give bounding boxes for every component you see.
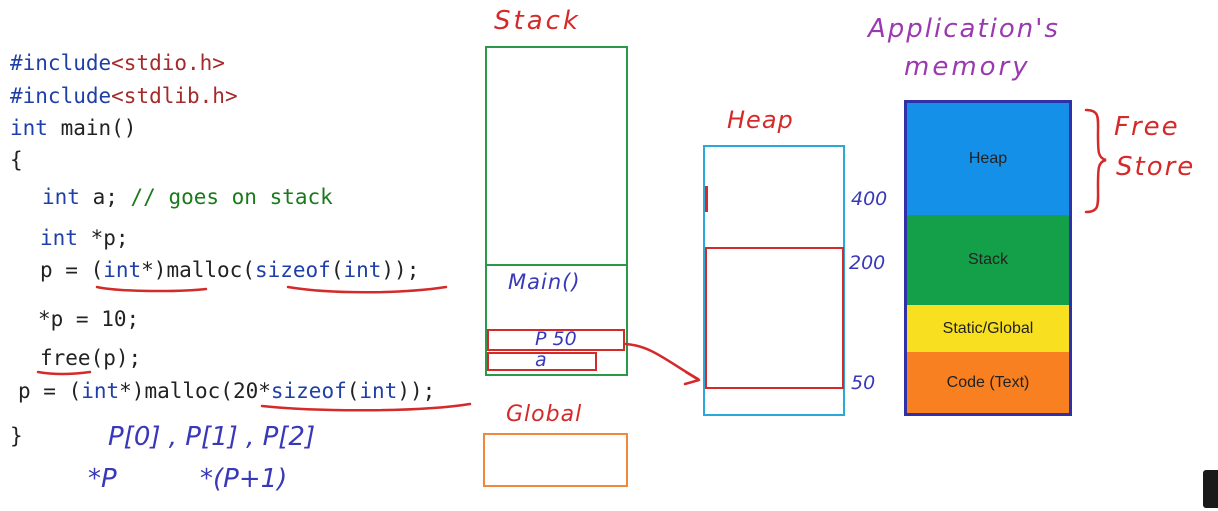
heap-address-50: 50 <box>851 372 876 394</box>
int-keyword: int <box>359 379 398 403</box>
free-store-label-line2: Store <box>1116 152 1196 182</box>
comment-goes-on-stack: // goes on stack <box>130 185 333 209</box>
app-memory-stack-segment: Stack <box>907 215 1069 305</box>
pointer-arrow <box>624 342 700 381</box>
pointer-arrow-head <box>683 370 701 386</box>
code-line-decl-a: int a; // goes on stack <box>42 187 333 208</box>
app-memory-diagram: Heap Stack Static/Global Code (Text) <box>904 100 1072 416</box>
app-memory-code-segment: Code (Text) <box>907 352 1069 413</box>
underline-sizeof <box>286 285 448 294</box>
malloc1-part: ( <box>330 258 344 282</box>
heap-title: Heap <box>727 106 794 134</box>
stack-region <box>485 46 628 376</box>
heap-allocated-block <box>705 247 844 389</box>
code-line-include-stdlib: #include<stdlib.h> <box>10 86 238 107</box>
code-line-open-brace: { <box>10 150 23 171</box>
deref-p-plus-1-note: *(P+1) <box>200 464 288 494</box>
header-stdio: <stdio.h> <box>111 51 225 75</box>
code-line-main: int main() <box>10 118 136 139</box>
int-keyword: int <box>343 258 382 282</box>
int-keyword: int <box>10 116 48 140</box>
app-memory-title-line1: Application's <box>868 14 1060 44</box>
code-line-include-stdio: #include<stdio.h> <box>10 53 225 74</box>
underline-int-cast <box>95 285 208 293</box>
stack-var-a-label: a <box>535 349 547 371</box>
main-signature: main() <box>47 116 137 140</box>
free-store-brace <box>1084 108 1107 214</box>
malloc2-part: *)malloc(20* <box>119 379 271 403</box>
code-line-decl-p: int *p; <box>40 228 129 249</box>
malloc2-part: p = ( <box>18 379 82 403</box>
malloc2-part: )); <box>397 379 436 403</box>
decl-p-text: *p; <box>77 226 129 250</box>
free-function: free <box>40 346 91 370</box>
app-memory-title-line2: memory <box>904 52 1031 82</box>
deref-p-note: *P <box>88 464 117 494</box>
underline-20-sizeof <box>260 402 472 412</box>
int-keyword: int <box>103 258 142 282</box>
malloc2-part: ( <box>346 379 360 403</box>
include-keyword: #include <box>10 51 112 75</box>
close-brace: } <box>10 424 23 448</box>
app-memory-static-global-segment: Static/Global <box>907 305 1069 352</box>
main-frame-label: Main() <box>508 270 581 294</box>
code-line-free: free(p); <box>40 348 141 369</box>
malloc1-part: p = ( <box>40 258 104 282</box>
heap-region <box>703 145 845 416</box>
sizeof-keyword: sizeof <box>270 379 347 403</box>
open-brace: { <box>10 148 23 172</box>
header-stdlib: <stdlib.h> <box>111 84 238 108</box>
int-keyword: int <box>42 185 80 209</box>
heap-address-400: 400 <box>851 188 888 210</box>
stack-var-a-cell <box>487 352 597 371</box>
stack-var-p-cell <box>487 329 625 351</box>
heap-old-block-marker <box>705 186 708 212</box>
code-line-close-brace: } <box>10 426 23 447</box>
global-title: Global <box>506 402 583 427</box>
global-region <box>483 433 628 487</box>
malloc1-part: *)malloc( <box>141 258 255 282</box>
heap-address-200: 200 <box>849 252 886 274</box>
subtitles-badge-icon[interactable] <box>1203 470 1218 508</box>
malloc1-part: )); <box>381 258 420 282</box>
underline-free <box>36 370 92 376</box>
index-notation-note: P[0] , P[1] , P[2] <box>108 422 316 452</box>
assign-text: *p = 10; <box>38 307 140 331</box>
code-line-malloc2: p = (int*)malloc(20*sizeof(int)); <box>18 381 435 402</box>
app-memory-heap-segment: Heap <box>907 103 1069 215</box>
stack-var-p-label: P 50 <box>535 328 577 350</box>
free-args: (p); <box>90 346 142 370</box>
int-keyword: int <box>40 226 78 250</box>
stack-title: Stack <box>494 6 581 36</box>
include-keyword: #include <box>10 84 112 108</box>
code-line-assign: *p = 10; <box>38 309 139 330</box>
int-keyword: int <box>81 379 120 403</box>
decl-a-text: a; <box>79 185 131 209</box>
main-stack-frame-divider <box>485 264 628 266</box>
sizeof-keyword: sizeof <box>254 258 331 282</box>
code-line-malloc1: p = (int*)malloc(sizeof(int)); <box>40 260 419 281</box>
free-store-label-line1: Free <box>1114 112 1180 142</box>
code-listing: #include<stdio.h> #include<stdlib.h> int… <box>0 0 435 447</box>
